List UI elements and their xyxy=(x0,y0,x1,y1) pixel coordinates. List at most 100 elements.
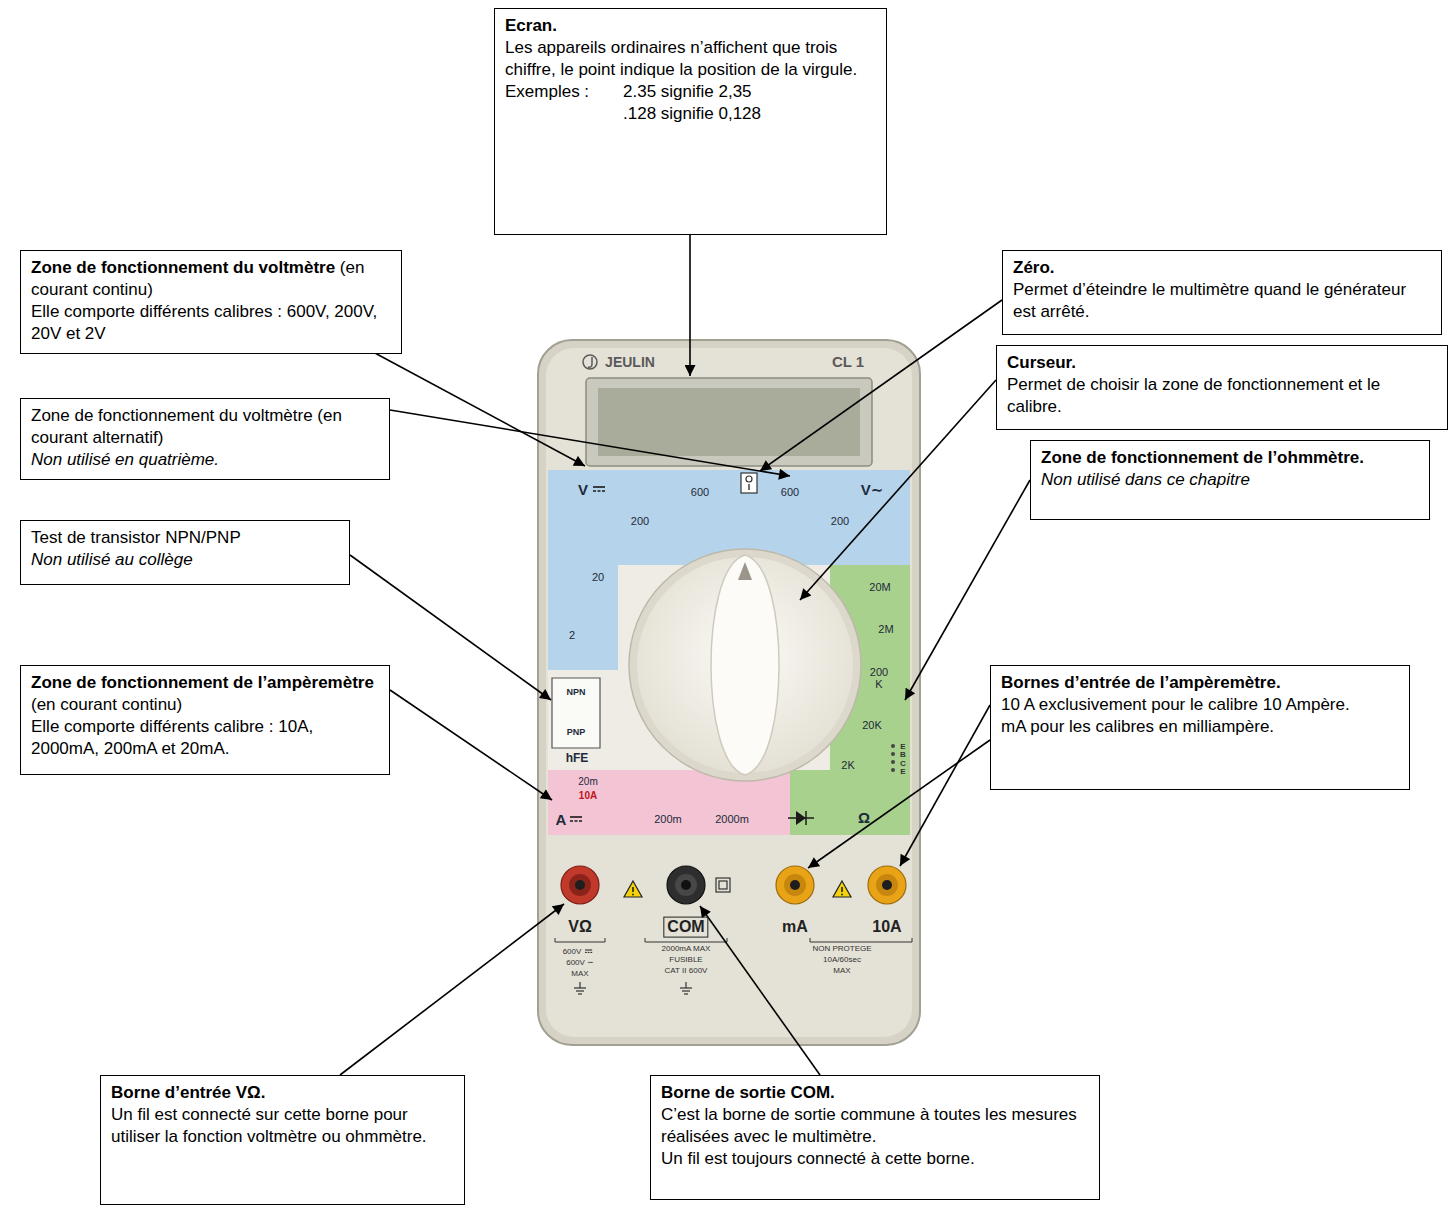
dc-symbol xyxy=(585,950,592,952)
callout-paragraph: C’est la borne de sortie commune à toute… xyxy=(661,1104,1089,1148)
terminal-socket xyxy=(681,880,691,890)
callout-heading: Zéro. xyxy=(1013,258,1055,277)
dial-range: 200 K xyxy=(866,667,892,690)
callout-text: Un fil est connecté sur cette borne pour… xyxy=(111,1105,427,1146)
brand-logo xyxy=(583,355,597,369)
callout-paragraph: Les appareils ordinaires n’affichent que… xyxy=(505,37,876,81)
terminal-socket xyxy=(868,866,906,904)
vohm-terminal-callout: Borne d’entrée VΩ. Un fil est connecté su… xyxy=(100,1075,465,1205)
callout-heading: Zone de fonctionnement de l’ohmmètre. xyxy=(1041,448,1364,467)
callout-paragraph: Non utilisé en quatrième. xyxy=(31,449,379,471)
terminal-label: VΩ xyxy=(568,919,592,936)
transistor-zone xyxy=(552,678,600,748)
ammeter-terminal-callout: Bornes d’entrée de l’ampèremètre.10 A ex… xyxy=(990,665,1410,790)
example-list: 2.35 signifie 2,35.128 signifie 0,128 xyxy=(623,81,761,125)
callout-note: Non utilisé dans ce chapitre xyxy=(1041,470,1250,489)
dial-range: 2000m xyxy=(715,814,749,826)
dial-pointer xyxy=(738,562,752,580)
leader-arrow xyxy=(689,235,691,376)
rating-text: CAT II 600V xyxy=(665,967,708,975)
callout-paragraph: Zéro. xyxy=(1013,257,1431,279)
dial-range: 2M xyxy=(878,624,893,636)
com-terminal-callout: Borne de sortie COM.C’est la borne de so… xyxy=(650,1075,1100,1200)
rotary-dial xyxy=(629,549,861,781)
ohmmeter-zone xyxy=(790,770,910,835)
callout-text: Permet d’éteindre le multimètre quand le… xyxy=(1013,280,1406,321)
callout-text: Les appareils ordinaires n’affichent que… xyxy=(505,38,857,79)
dc-symbol xyxy=(570,817,582,821)
terminal-socket xyxy=(569,874,591,896)
dial-range: 200 xyxy=(631,516,649,528)
ground-symbol xyxy=(574,982,586,994)
socket-hole xyxy=(891,744,895,748)
range-symbol: V xyxy=(578,482,588,498)
range-symbol: V∼ xyxy=(861,482,884,498)
leader-arrow xyxy=(760,300,1002,471)
dial-range: 200 xyxy=(831,516,849,528)
callout-paragraph: Zone de fonctionnement du voltmètre (en … xyxy=(31,257,391,301)
leader-arrow xyxy=(390,690,552,800)
dc-voltmeter-callout: Zone de fonctionnement du voltmètre (en … xyxy=(20,250,402,354)
dial-range: 20K xyxy=(862,720,882,732)
terminal-socket xyxy=(667,866,705,904)
socket-hole xyxy=(891,768,895,772)
dial-range: 2K xyxy=(841,760,854,772)
dial-range: 20M xyxy=(869,582,890,594)
callout-text: .128 signifie 0,128 xyxy=(623,103,761,125)
dial-grip xyxy=(711,555,779,775)
leader-arrow xyxy=(340,904,564,1075)
lcd-screen xyxy=(598,388,860,456)
dial-range: NPN xyxy=(566,688,585,697)
callout-text: (en courant continu) xyxy=(31,695,182,714)
diode-symbol xyxy=(796,811,806,825)
ac-voltmeter-callout: Zone de fonctionnement du voltmètre (en … xyxy=(20,398,390,480)
callout-paragraph: Borne de sortie COM. xyxy=(661,1082,1089,1104)
callout-paragraph: Exemples :2.35 signifie 2,35.128 signifi… xyxy=(505,81,876,125)
rating-text: MAX xyxy=(571,970,588,978)
leader-arrow xyxy=(808,740,990,868)
callout-paragraph: Bornes d’entrée de l’ampèremètre. xyxy=(1001,672,1399,694)
warning-symbol xyxy=(624,881,642,897)
rating-bracket xyxy=(645,938,727,942)
callout-paragraph: Permet d’éteindre le multimètre quand le… xyxy=(1013,279,1431,323)
insulation-symbol xyxy=(716,878,730,892)
callout-paragraph: Non utilisé dans ce chapitre xyxy=(1041,469,1419,491)
socket-letters: E B C E xyxy=(900,743,907,777)
dial-range: 20m xyxy=(578,777,597,788)
rating-text: MAX xyxy=(833,967,850,975)
rating-text: 600V ∼ xyxy=(566,959,594,967)
rating-text: 10A/60sec xyxy=(823,956,861,964)
terminal-socket xyxy=(776,866,814,904)
callout-text: Test de transistor NPN/PNP xyxy=(31,528,241,547)
rating-bracket xyxy=(810,938,912,942)
callout-heading: Borne d’entrée VΩ. xyxy=(111,1083,265,1102)
callout-paragraph: Test de transistor NPN/PNP xyxy=(31,527,339,549)
brand-name: JEULIN xyxy=(605,355,655,370)
callout-paragraph: Un fil est connecté sur cette borne pour… xyxy=(111,1104,454,1148)
multimeter-housing xyxy=(538,340,920,1045)
ohmmeter-callout: Zone de fonctionnement de l’ohmmètre. Non… xyxy=(1030,440,1430,520)
callout-paragraph: Elle comporte différents calibre : 10A, … xyxy=(31,716,379,760)
terminal-socket xyxy=(561,866,599,904)
callout-paragraph: Un fil est toujours connecté à cette bor… xyxy=(661,1148,1089,1170)
callout-paragraph: Non utilisé au collège xyxy=(31,549,339,571)
dial-range: 200m xyxy=(654,814,682,826)
callout-text: Elle comporte différents calibres : 600V… xyxy=(31,302,377,343)
callout-text: Permet de choisir la zone de fonctionnem… xyxy=(1007,375,1380,416)
diode-symbol xyxy=(805,811,807,825)
callout-text: Zone de fonctionnement du voltmètre (en … xyxy=(31,406,342,447)
leader-arrow xyxy=(700,906,820,1075)
terminal-socket xyxy=(575,880,585,890)
transistor-callout: Test de transistor NPN/PNP Non utilisé au… xyxy=(20,520,350,585)
terminal-socket xyxy=(675,874,697,896)
leader-arrow xyxy=(390,410,790,476)
dial-range: 20 xyxy=(592,572,604,584)
dial-range: 600 xyxy=(781,487,799,499)
dial-range: 2 xyxy=(569,630,575,642)
model-name: CL 1 xyxy=(832,354,864,370)
callout-paragraph: mA pour les calibres en milliampère. xyxy=(1001,716,1399,738)
callout-text: 2.35 signifie 2,35 xyxy=(623,81,761,103)
terminal-socket xyxy=(882,880,892,890)
callout-heading: Zone de fonctionnement du voltmètre xyxy=(31,258,335,277)
